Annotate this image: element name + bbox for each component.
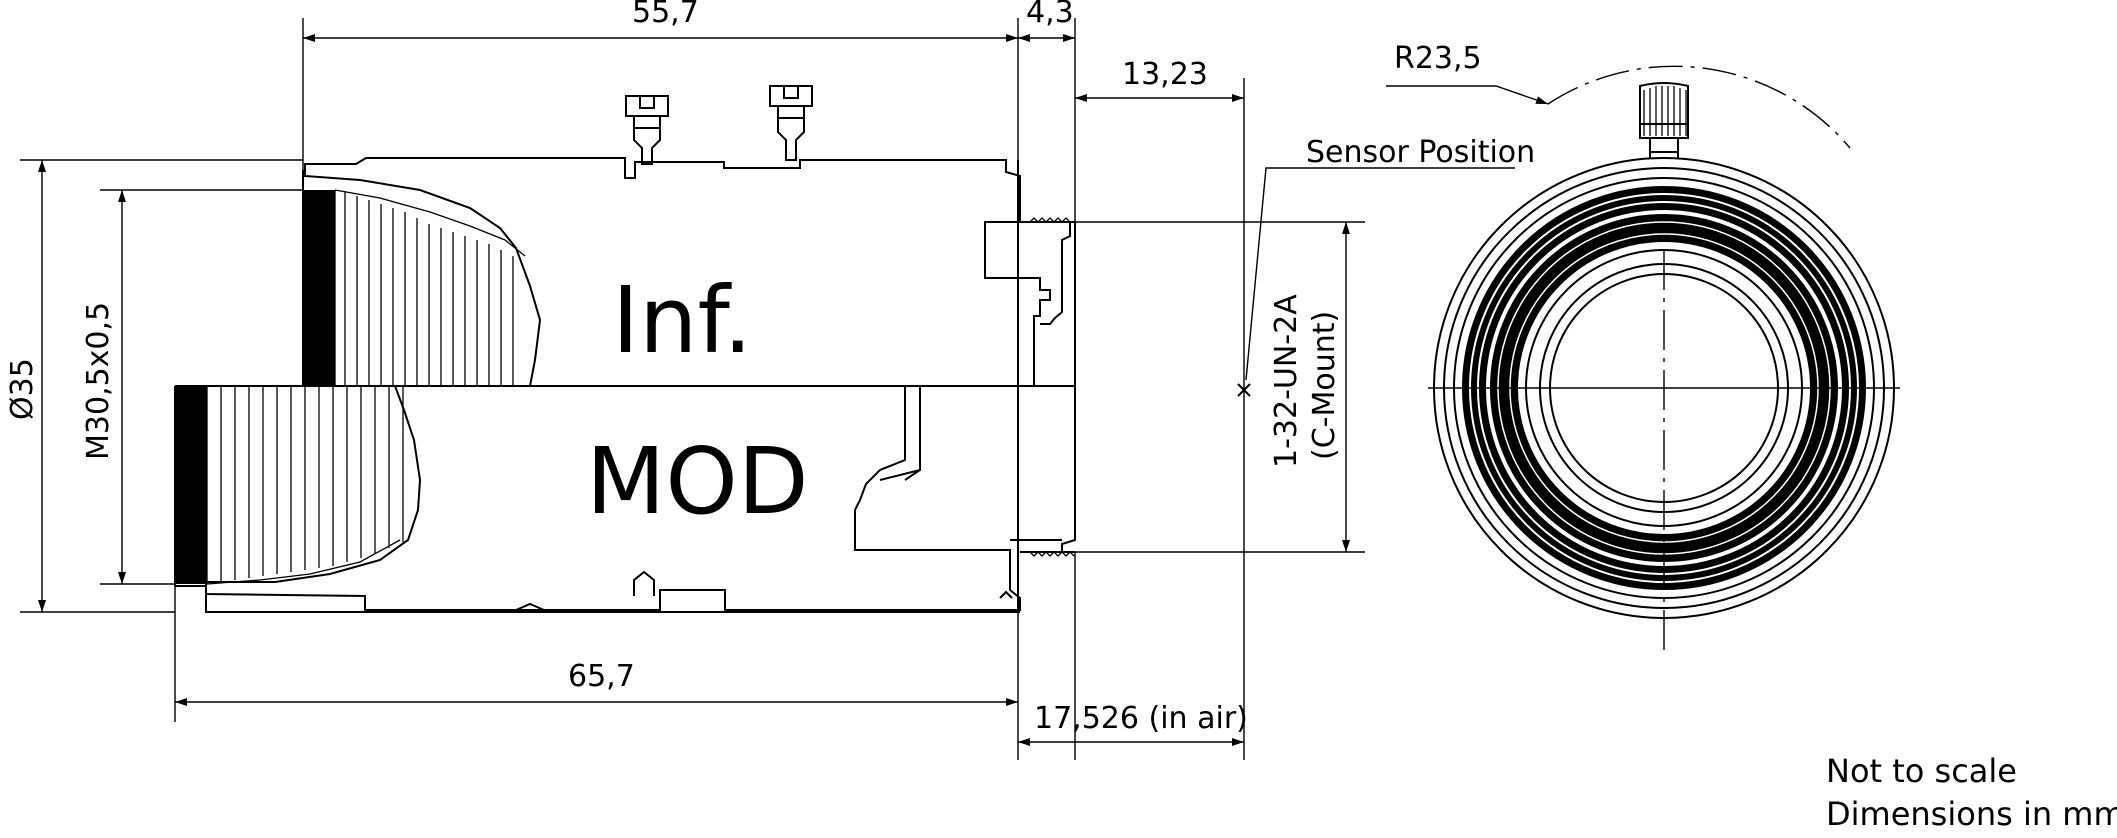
mount-thread-upper xyxy=(1020,221,1076,386)
state-infinity-label: Inf. xyxy=(612,267,752,374)
lower-body-section xyxy=(205,385,1021,611)
dim-back-focal: 17,526 (in air) xyxy=(1034,701,1248,736)
dim-mount-thread-2: (C-Mount) xyxy=(1307,311,1342,460)
bottom-pin-1 xyxy=(633,570,655,596)
locking-screw-2 xyxy=(769,85,813,161)
dim-mount-thread-1: 1-32-UN-2A xyxy=(1269,294,1304,468)
rear-opening-lower xyxy=(879,385,921,481)
dim-mount-to-sensor: 13,23 xyxy=(1122,57,1208,92)
mount-ring xyxy=(1020,221,1071,325)
sensor-marker xyxy=(1237,383,1251,397)
dimension-lines: 55,7 4,3 13,23 65,7 17,526 (in air) Ø35 … xyxy=(5,0,1535,760)
sensor-position-label: Sensor Position xyxy=(1306,135,1535,170)
dim-front-thread: M30,5x0,5 xyxy=(81,302,116,460)
state-mod-label: MOD xyxy=(586,428,809,535)
radius-leader xyxy=(1386,85,1549,105)
sensor-leader xyxy=(1245,167,1515,381)
dim-flange: 4,3 xyxy=(1026,0,1074,30)
dim-length-inf: 55,7 xyxy=(632,0,699,30)
mount-thread-lower xyxy=(1015,385,1076,553)
lens-front-view: R23,5 xyxy=(1386,41,1900,652)
extension-lines xyxy=(20,18,1365,760)
note-not-to-scale: Not to scale xyxy=(1826,752,2017,790)
focus-knob xyxy=(1639,82,1689,158)
radius-label: R23,5 xyxy=(1394,41,1482,76)
front-thread-upper xyxy=(303,189,526,386)
upper-body-section xyxy=(304,157,1051,387)
note-dimensions-unit: Dimensions in mm xyxy=(1826,795,2117,833)
front-thread-lower xyxy=(175,386,404,585)
locking-screw-1 xyxy=(625,95,669,165)
mount-thread-teeth xyxy=(1029,217,1075,557)
dim-length-mod: 65,7 xyxy=(568,659,635,694)
lens-side-view: Inf. MOD xyxy=(174,85,1076,613)
radius-arc xyxy=(1547,65,1851,149)
dim-diameter: Ø35 xyxy=(5,358,40,420)
outer-contour xyxy=(174,170,1020,613)
